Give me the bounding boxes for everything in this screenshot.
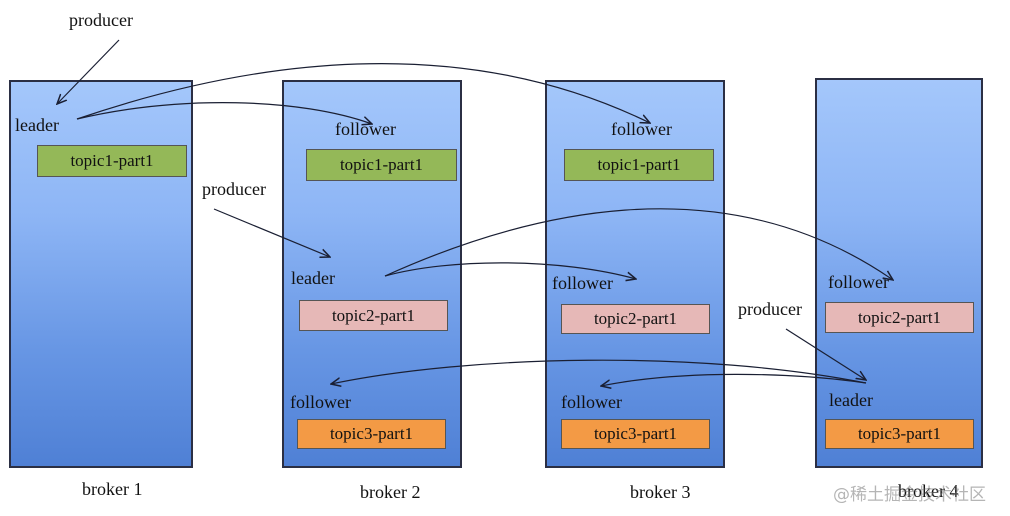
producer-label-1: producer (69, 10, 133, 30)
follower-label-b3-topic2: follower (552, 273, 613, 293)
follower-label-b3-topic1: follower (611, 119, 672, 139)
broker2-topic3-partition: topic3-part1 (297, 419, 446, 449)
leader-label-topic3: leader (829, 390, 873, 410)
follower-label-b2-topic3: follower (290, 392, 351, 412)
follower-label-b4-topic2: follower (828, 272, 889, 292)
watermark: @稀土掘金技术社区 (833, 485, 986, 505)
broker1-topic1-partition: topic1-part1 (37, 145, 187, 177)
broker-3-label: broker 3 (630, 482, 691, 502)
broker3-topic2-partition: topic2-part1 (561, 304, 710, 334)
broker-1-label: broker 1 (82, 479, 143, 499)
broker2-topic1-partition: topic1-part1 (306, 149, 457, 181)
producer-label-3: producer (738, 299, 802, 319)
follower-label-b3-topic3: follower (561, 392, 622, 412)
broker3-topic3-partition: topic3-part1 (561, 419, 710, 449)
broker4-topic2-partition: topic2-part1 (825, 302, 974, 333)
producer-label-2: producer (202, 179, 266, 199)
broker-2-label: broker 2 (360, 482, 421, 502)
leader-label-topic2: leader (291, 268, 335, 288)
follower-label-b2-topic1: follower (335, 119, 396, 139)
broker-4-label: broker 4 (898, 481, 959, 501)
broker4-topic3-partition: topic3-part1 (825, 419, 974, 449)
broker-1-box (9, 80, 193, 468)
leader-label-topic1: leader (15, 115, 59, 135)
broker3-topic1-partition: topic1-part1 (564, 149, 714, 181)
broker2-topic2-partition: topic2-part1 (299, 300, 448, 331)
